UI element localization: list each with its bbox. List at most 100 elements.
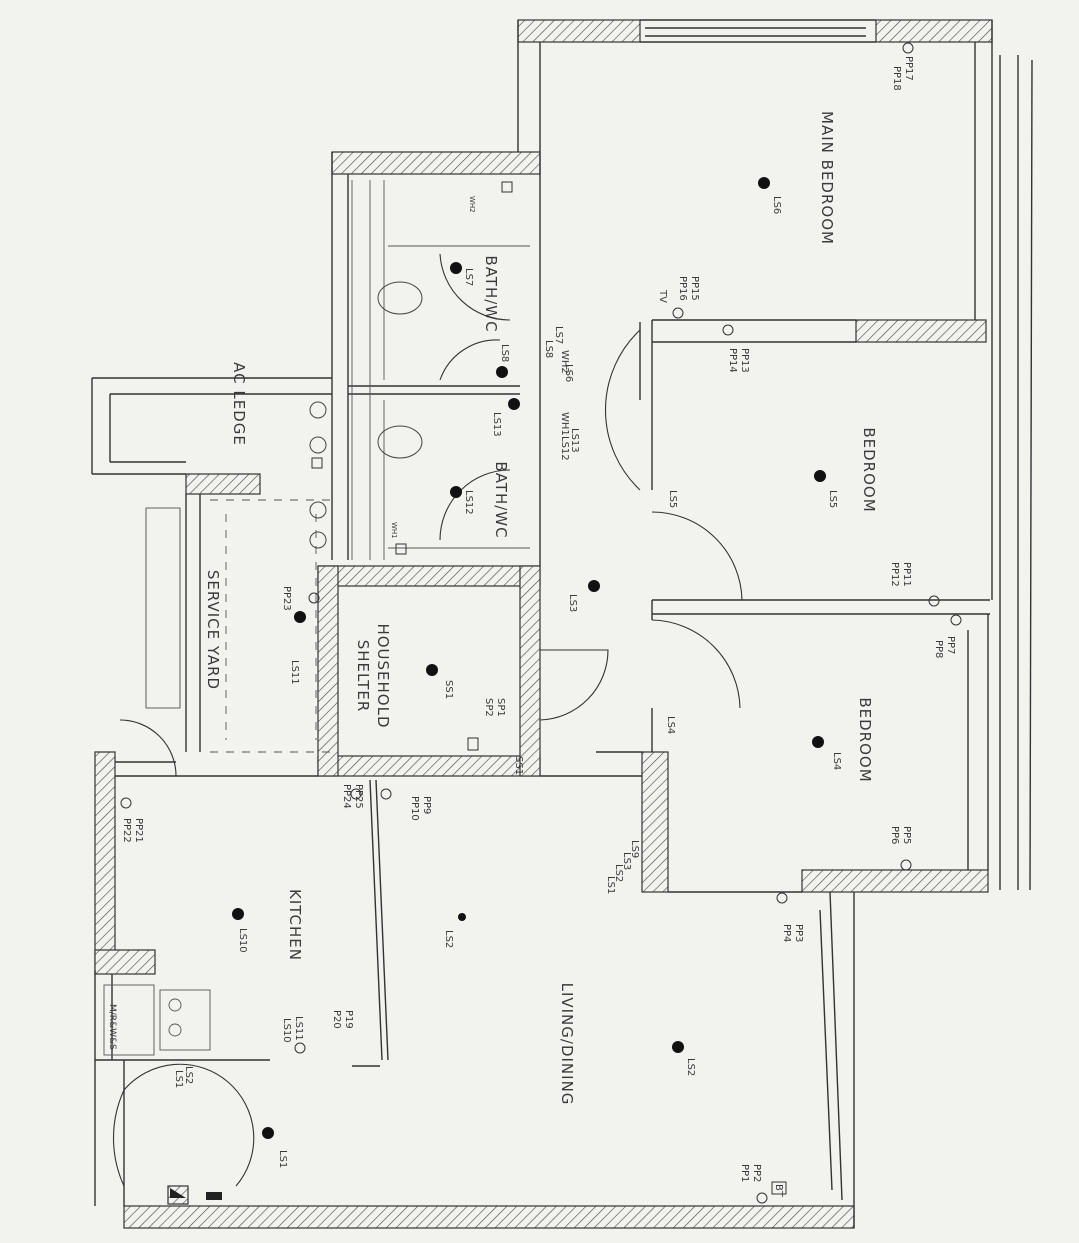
light-ls8 — [496, 366, 508, 378]
room-labels: MAIN BEDROOM BATH/WC BATH/WC AC LEDGE BE… — [204, 111, 878, 1105]
label-labels-ls13-sw: LS13 — [569, 428, 580, 453]
label-labels-pp19: P19 — [343, 1010, 354, 1029]
label-labels-pp18: PP18 — [891, 66, 902, 91]
label-labels-pp8: PP8 — [933, 640, 944, 658]
light-ls6 — [758, 177, 770, 189]
label-labels-pp23: PP23 — [281, 586, 292, 611]
wall-outlines — [91, 19, 1033, 1228]
label-labels-ls2-sw: LS2 — [613, 864, 624, 882]
label-labels-tv: TV — [657, 289, 668, 303]
label-lights-ls2-living: LS2 — [685, 1058, 696, 1076]
label-labels-pp24: PP24 — [341, 784, 352, 809]
label-labels-pp11: PP11 — [901, 562, 912, 587]
label-labels-pp21: PP21 — [133, 818, 144, 843]
label-labels-wh2-small: WH2 — [468, 196, 476, 213]
room-label-ac-ledge: AC LEDGE — [230, 362, 248, 446]
light-ss1 — [426, 664, 438, 676]
label-lights-ls11: LS11 — [289, 660, 300, 685]
room-label-service-yard: SERVICE YARD — [204, 570, 222, 690]
room-label-living-dining: LIVING/DINING — [558, 983, 576, 1106]
socket-symbols — [120, 42, 962, 1204]
room-label-bedroom-1: BEDROOM — [860, 427, 878, 512]
label-labels-ls1-door: LS1 — [173, 1070, 184, 1088]
label-labels-pp16: PP16 — [677, 276, 688, 301]
room-label-household: HOUSEHOLD — [374, 623, 392, 728]
label-labels-pp6: PP6 — [889, 826, 900, 844]
structural-walls — [94, 19, 993, 1229]
label-labels-ls5-sw: LS5 — [667, 490, 678, 508]
label-labels-pp13: PP13 — [739, 348, 750, 373]
label-lights-ls6: LS6 — [771, 196, 782, 214]
label-lights-ls2-hall: LS2 — [443, 930, 454, 948]
label-labels-pp25: PP25 — [353, 784, 364, 809]
label-labels-wh1-small: WH1 — [390, 522, 398, 539]
door-swings — [112, 253, 743, 1187]
label-lights-ls3: LS3 — [567, 594, 578, 612]
label-labels-ls6-sw: LS6 — [563, 364, 574, 382]
label-labels-pp1: PP1 — [739, 1164, 750, 1182]
label-labels-ls11-sw: LS11 — [293, 1016, 304, 1041]
label-labels-pp20: P20 — [331, 1010, 342, 1029]
light-ls1 — [262, 1127, 274, 1139]
label-labels-ls8-sw: LS8 — [543, 340, 554, 358]
light-ls12 — [450, 486, 462, 498]
label-lights-ss1: SS1 — [443, 680, 454, 699]
light-ls3 — [588, 580, 600, 592]
light-ls5 — [814, 470, 826, 482]
label-labels-pp14: PP14 — [727, 348, 738, 373]
label-lights-ls12: LS12 — [463, 490, 474, 515]
room-label-bedroom-2: BEDROOM — [856, 697, 874, 782]
light-ls2-living — [672, 1041, 684, 1053]
ceiling-light-points — [232, 177, 826, 1139]
label-labels-ss1-sw: SS1 — [513, 756, 524, 775]
label-labels-ls3-sw: LS3 — [621, 852, 632, 870]
label-lights-ls10: LS10 — [237, 928, 248, 953]
toilet-fixtures — [309, 281, 423, 549]
label-labels-wh2: WH2 — [559, 350, 570, 374]
label-labels-mrwash: M/R&W&S — [107, 1004, 117, 1050]
label-labels-pp10: PP10 — [409, 796, 420, 821]
label-labels-ls12-sw: LS12 — [559, 436, 570, 461]
light-ls7 — [450, 262, 462, 274]
label-labels-ls2-door: LS2 — [183, 1066, 194, 1084]
label-lights-ls4: LS4 — [831, 752, 842, 770]
power-point-labels: PP17 PP18 PP15 PP16 TV PP13 PP14 PP11 PP… — [107, 56, 956, 1198]
label-lights-ls8: LS8 — [499, 344, 510, 362]
label-labels-pp15: PP15 — [689, 276, 700, 301]
entrance-blocks — [170, 1188, 222, 1200]
label-labels-wh1: WH1 — [559, 412, 570, 436]
room-label-shelter: SHELTER — [354, 640, 372, 713]
room-label-bath-wc-2: BATH/WC — [492, 461, 510, 538]
label-labels-pp17: PP17 — [903, 56, 914, 81]
label-lights-ls1: LS1 — [277, 1150, 288, 1168]
label-lights-ls5: LS5 — [827, 490, 838, 508]
light-labels: LS6 LS7 LS8 LS13 LS12 LS3 LS5 LS4 LS11 S… — [237, 196, 842, 1168]
light-ls2-hall — [458, 913, 466, 921]
room-label-bath-wc-1: BATH/WC — [482, 255, 500, 332]
label-labels-pp3: PP3 — [793, 924, 804, 942]
label-labels-bt: BT — [773, 1184, 784, 1198]
label-labels-sp1: SP1 — [495, 698, 506, 717]
light-ls13 — [508, 398, 520, 410]
light-ls10 — [232, 908, 244, 920]
label-labels-pp5: PP5 — [901, 826, 912, 844]
light-ls11 — [294, 611, 306, 623]
label-labels-pp2: PP2 — [751, 1164, 762, 1182]
label-labels-sp2: SP2 — [483, 698, 494, 717]
label-labels-pp7: PP7 — [945, 636, 956, 654]
light-ls4 — [812, 736, 824, 748]
label-lights-ls13: LS13 — [491, 412, 502, 437]
label-labels-ls4-sw: LS4 — [665, 716, 676, 734]
label-labels-pp4: PP4 — [781, 924, 792, 942]
label-labels-ls10-sw: LS10 — [281, 1018, 292, 1043]
label-lights-ls7: LS7 — [463, 268, 474, 286]
label-labels-pp22: PP22 — [121, 818, 132, 843]
label-labels-pp9: PP9 — [421, 796, 432, 814]
label-labels-pp12: PP12 — [889, 562, 900, 587]
inner-fixture-lines — [103, 180, 530, 1056]
room-label-kitchen: KITCHEN — [286, 889, 304, 961]
room-label-main-bedroom: MAIN BEDROOM — [818, 111, 836, 245]
label-labels-ls7-sw: LS7 — [553, 326, 564, 344]
label-labels-ls9-sw: LS9 — [629, 840, 640, 858]
